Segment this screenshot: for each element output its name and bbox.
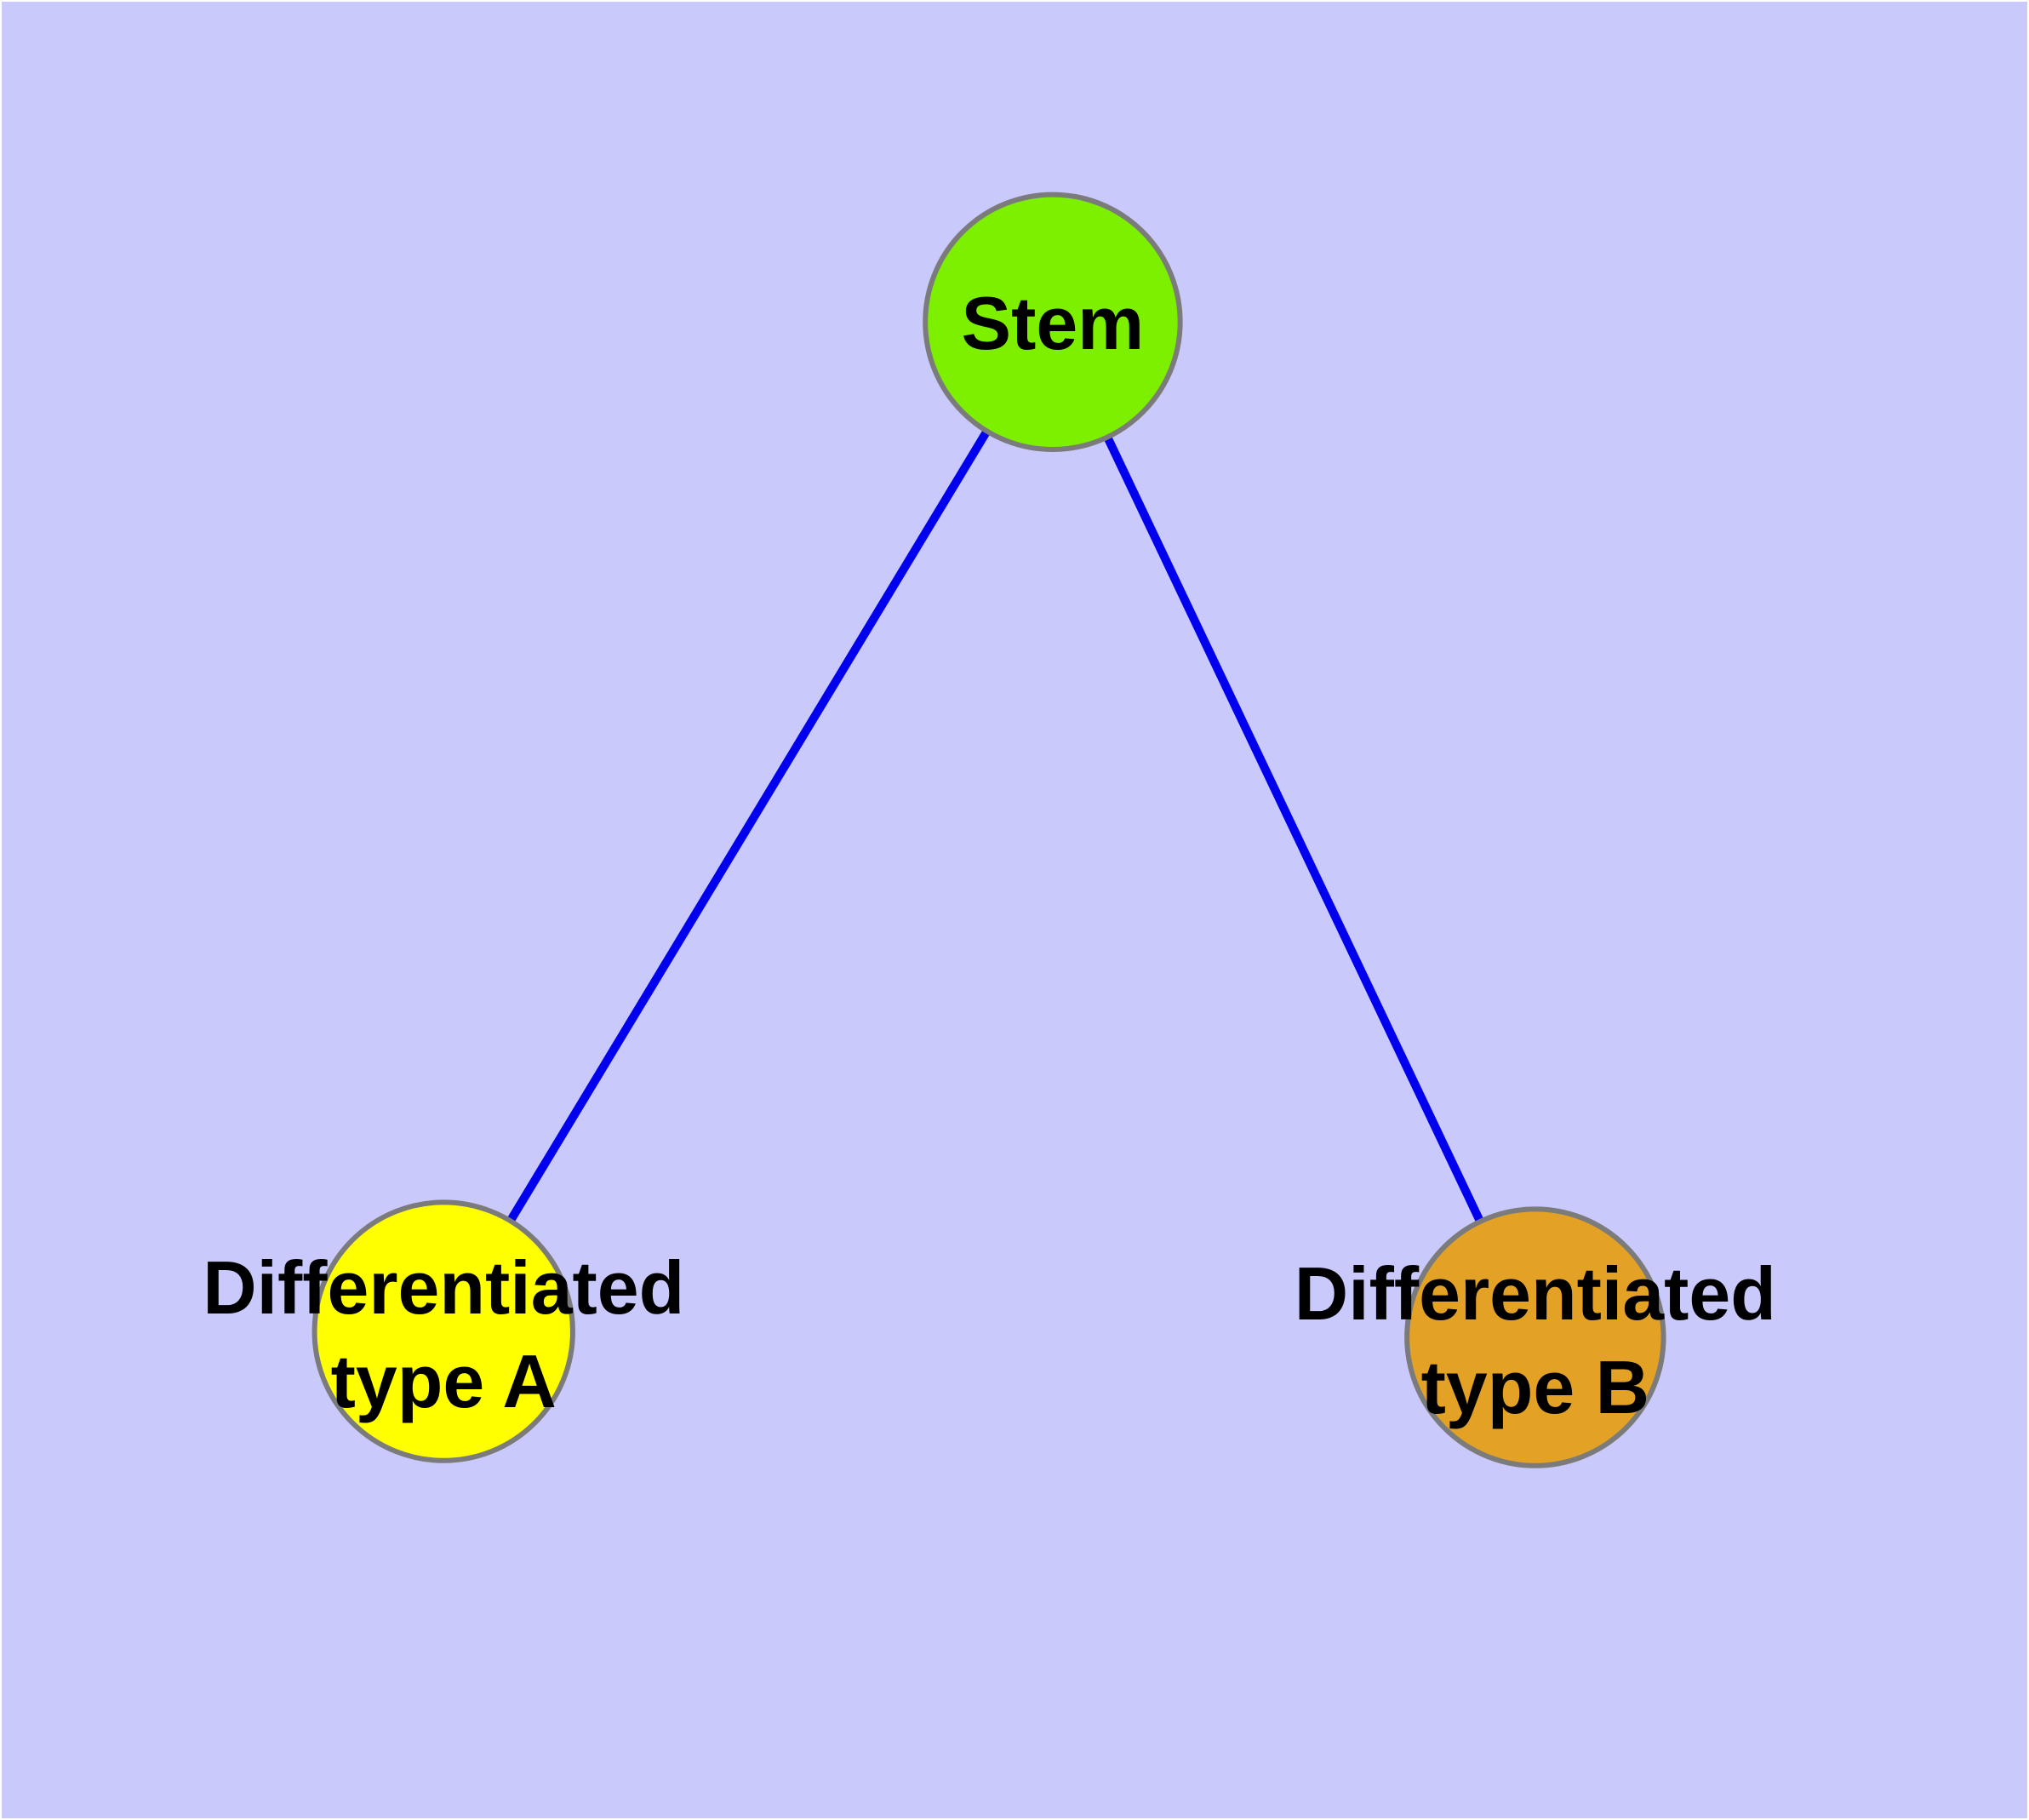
edge-layer <box>439 319 1540 1340</box>
node-type-a-label-line1: Differentiated <box>203 1245 684 1330</box>
node-stem-label: Stem <box>962 281 1145 365</box>
edge-stem-to-type-a <box>439 319 1057 1334</box>
node-type-b-circle <box>1404 1206 1666 1468</box>
node-type-b-label-line2: type B <box>1421 1345 1649 1429</box>
node-type-b-label-line1: Differentiated <box>1295 1251 1776 1336</box>
node-stem-circle <box>923 192 1183 453</box>
node-type-a-label-line2: type A <box>331 1339 557 1423</box>
node-differentiated-type-b: Differentiated type B <box>1295 1206 1776 1468</box>
node-differentiated-type-a: Differentiated type A <box>203 1199 684 1463</box>
node-stem: Stem <box>923 192 1183 453</box>
node-type-a-circle <box>311 1199 575 1463</box>
edge-stem-to-type-b <box>1049 320 1540 1340</box>
